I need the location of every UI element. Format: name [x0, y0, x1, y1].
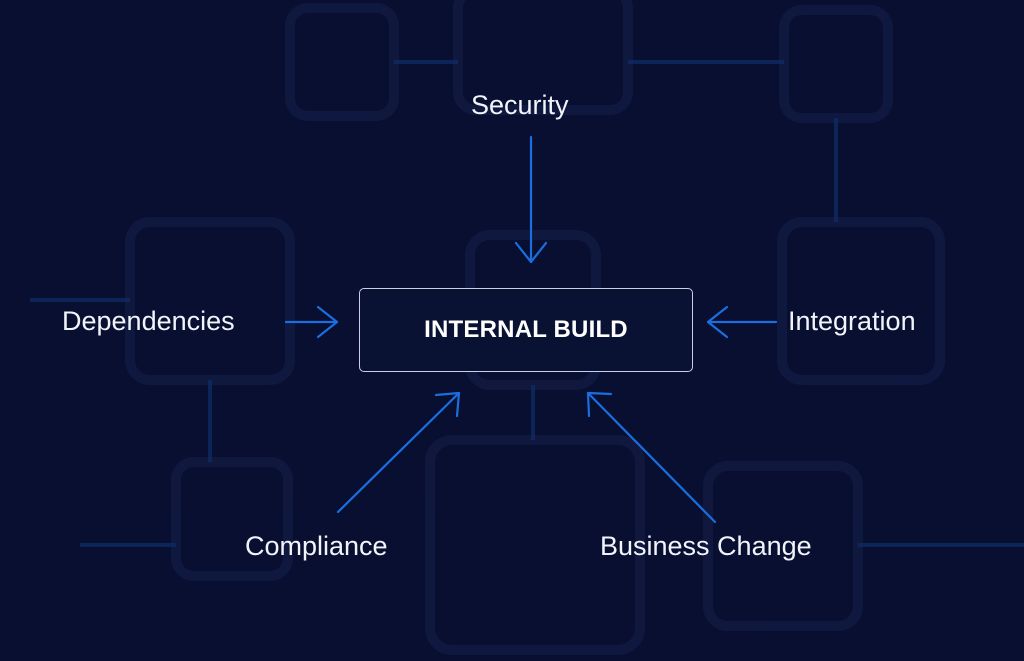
- bg-block: [453, 0, 633, 115]
- security-label: Security: [471, 90, 569, 120]
- dependencies-label: Dependencies: [62, 306, 235, 336]
- internal-build-node: INTERNAL BUILD: [359, 288, 693, 372]
- bg-block: [171, 457, 293, 581]
- compliance-label: Compliance: [245, 531, 388, 561]
- arrow-dependencies: [284, 305, 339, 339]
- arrow-security: [514, 135, 548, 264]
- business-change-label: Business Change: [600, 531, 812, 561]
- internal-build-label: INTERNAL BUILD: [424, 316, 628, 343]
- arrow-compliance: [336, 391, 461, 514]
- arrow-integration: [706, 305, 778, 339]
- arrow-business-change: [586, 391, 717, 524]
- bg-block: [777, 217, 945, 385]
- integration-label: Integration: [788, 306, 916, 336]
